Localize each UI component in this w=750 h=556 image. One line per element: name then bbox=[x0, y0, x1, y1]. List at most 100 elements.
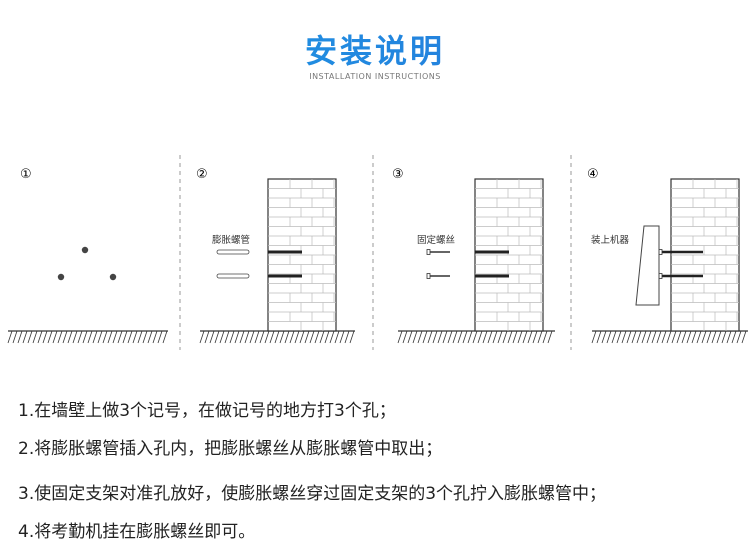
ground-hatch bbox=[611, 330, 617, 344]
ground-hatch bbox=[606, 330, 612, 344]
ground-hatch bbox=[497, 330, 503, 344]
ground-hatch bbox=[87, 330, 93, 344]
ground-hatch bbox=[229, 330, 235, 344]
ground-hatch bbox=[279, 330, 285, 344]
ground-hatch bbox=[152, 330, 158, 344]
ground-hatch bbox=[442, 330, 448, 344]
ground-hatch bbox=[92, 330, 98, 344]
ground-hatch bbox=[696, 330, 702, 344]
ground-hatch bbox=[676, 330, 682, 344]
wall-mark-dot bbox=[109, 273, 117, 281]
ground-hatch bbox=[651, 330, 657, 344]
ground-hatch bbox=[72, 330, 78, 344]
ground-hatch bbox=[12, 330, 18, 344]
ground-hatch bbox=[204, 330, 210, 344]
screw-head bbox=[426, 249, 431, 255]
ground-hatch bbox=[82, 330, 88, 344]
ground-hatch bbox=[726, 330, 732, 344]
ground-hatch bbox=[62, 330, 68, 344]
ground-hatch bbox=[701, 330, 707, 344]
step-4: 4.将考勤机挂在膨胀螺丝即可。 bbox=[18, 522, 256, 542]
ground-hatch bbox=[344, 330, 350, 344]
panel-3-number: ③ bbox=[392, 167, 404, 182]
ground-hatch bbox=[397, 330, 403, 344]
ground-hatch bbox=[137, 330, 143, 344]
ground-hatch bbox=[199, 330, 205, 344]
ground-hatch bbox=[522, 330, 528, 344]
ground-hatch bbox=[716, 330, 722, 344]
ground-hatch bbox=[492, 330, 498, 344]
ground-hatch bbox=[507, 330, 513, 344]
ground-hatch bbox=[452, 330, 458, 344]
ground-hatch bbox=[47, 330, 53, 344]
ground-hatch bbox=[437, 330, 443, 344]
panel-2-label: 膨胀螺管 bbox=[212, 234, 250, 246]
ground-hatch bbox=[147, 330, 153, 344]
ground-hatch bbox=[402, 330, 408, 344]
ground-hatch bbox=[162, 330, 168, 344]
ground-hatch bbox=[284, 330, 290, 344]
ground-hatch bbox=[512, 330, 518, 344]
ground-hatch bbox=[37, 330, 43, 344]
ground-hatch bbox=[671, 330, 677, 344]
ground-hatch bbox=[117, 330, 123, 344]
ground-hatch bbox=[239, 330, 245, 344]
ground-hatch bbox=[42, 330, 48, 344]
ground-hatch bbox=[591, 330, 597, 344]
ground-hatch bbox=[626, 330, 632, 344]
ground-hatch bbox=[661, 330, 667, 344]
step-3: 3.使固定支架对准孔放好，使膨胀螺丝穿过固定支架的3个孔拧入膨胀螺管中； bbox=[18, 484, 607, 504]
ground-hatch bbox=[157, 330, 163, 344]
ground-hatch bbox=[132, 330, 138, 344]
ground-hatch bbox=[304, 330, 310, 344]
ground-hatch bbox=[244, 330, 250, 344]
ground-hatch bbox=[472, 330, 478, 344]
machine bbox=[635, 225, 660, 306]
ground-hatch bbox=[547, 330, 553, 344]
ground-hatch bbox=[641, 330, 647, 344]
ground-hatch bbox=[269, 330, 275, 344]
expansion-tube bbox=[216, 249, 250, 255]
ground-hatch bbox=[319, 330, 325, 344]
ground-hatch bbox=[447, 330, 453, 344]
ground-hatch bbox=[249, 330, 255, 344]
ground-hatch bbox=[314, 330, 320, 344]
ground-hatch bbox=[422, 330, 428, 344]
ground-hatch bbox=[417, 330, 423, 344]
ground-hatch bbox=[621, 330, 627, 344]
panel-4-number: ④ bbox=[587, 167, 599, 182]
ground-hatch bbox=[487, 330, 493, 344]
ground-hatch bbox=[329, 330, 335, 344]
ground-hatch bbox=[234, 330, 240, 344]
panel-2-number: ② bbox=[196, 167, 208, 182]
ground-hatch bbox=[289, 330, 295, 344]
step-2: 2.将膨胀螺管插入孔内，把膨胀螺丝从膨胀螺管中取出； bbox=[18, 439, 443, 459]
ground-hatch bbox=[656, 330, 662, 344]
ground-hatch bbox=[264, 330, 270, 344]
page-title: 安装说明 bbox=[0, 26, 750, 72]
ground-hatch bbox=[7, 330, 13, 344]
ground-hatch bbox=[517, 330, 523, 344]
ground-hatch bbox=[27, 330, 33, 344]
panel-4-label: 装上机器 bbox=[591, 234, 630, 246]
ground-hatch bbox=[482, 330, 488, 344]
panel-1-number: ① bbox=[20, 167, 32, 182]
ground-hatch bbox=[711, 330, 717, 344]
ground-hatch bbox=[324, 330, 330, 344]
ground-hatch bbox=[691, 330, 697, 344]
ground-hatch bbox=[666, 330, 672, 344]
ground-hatch bbox=[219, 330, 225, 344]
ground-hatch bbox=[224, 330, 230, 344]
ground-hatch bbox=[339, 330, 345, 344]
ground-hatch bbox=[427, 330, 433, 344]
installation-diagram: ① ② ③ ④ 膨胀螺管 固定螺丝 装上机器 bbox=[7, 155, 748, 350]
ground-hatch bbox=[537, 330, 543, 344]
ground-hatch bbox=[142, 330, 148, 344]
ground-hatch bbox=[209, 330, 215, 344]
ground-hatch bbox=[22, 330, 28, 344]
ground-hatch bbox=[122, 330, 128, 344]
ground-hatch bbox=[596, 330, 602, 344]
ground-hatch bbox=[502, 330, 508, 344]
ground-hatch bbox=[32, 330, 38, 344]
